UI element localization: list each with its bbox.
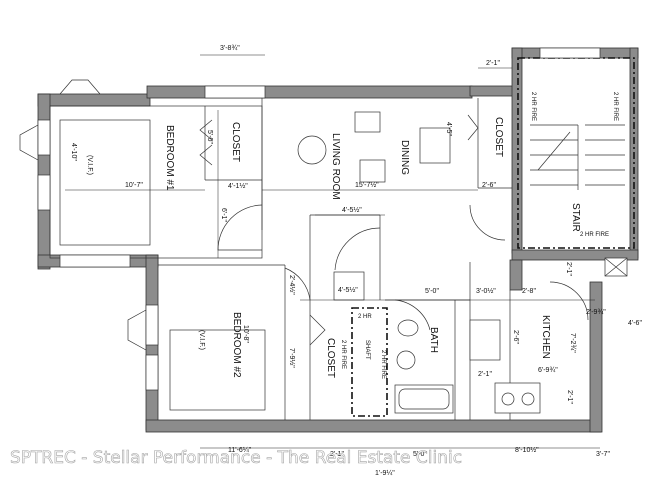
dim-kitchen-c: 2'-1" (565, 262, 572, 276)
dim-top-right: 2'-1" (486, 60, 500, 67)
fire-label-stair-right: 2 HR FIRE (612, 92, 618, 121)
dim-bed2-gap: 2'-4½" (288, 275, 296, 295)
dim-bed1-depth: 4'-10" (70, 143, 77, 161)
dim-kitchen-width: 6'-9¾" (538, 367, 558, 374)
dim-top-closet: 3'-8¾" (220, 45, 240, 52)
dim-kitchen-b: 2'-8" (522, 288, 536, 295)
fixtures (59, 111, 628, 414)
room-label-bedroom1: BEDROOM #1 (164, 125, 175, 191)
dim-closet3-depth: 7'-9½" (288, 348, 296, 368)
dim-hall-width: 6'-1" (220, 208, 227, 222)
room-labels: BEDROOM #1 (V.I.F.) CLOSET LIVING ROOM D… (86, 117, 581, 378)
dim-kitchen-a: 3'-0½" (476, 287, 496, 295)
dim-bottom-b: 2'-1" (330, 451, 344, 458)
room-label-kitchen: KITCHEN (540, 315, 551, 359)
fire-rated-lines (351, 57, 635, 417)
fire-label-shaft-right: 2 HR FIRE (380, 350, 386, 379)
dim-bath-depth: 2'-6" (512, 330, 519, 344)
dim-far-right: 4'-6" (628, 320, 642, 327)
stair-treads (530, 124, 625, 190)
room-label-stair: STAIR (570, 203, 581, 232)
dim-kitchen-d: 2'-9¾" (586, 309, 606, 316)
dim-living-width: 15'-7½" (355, 181, 379, 189)
room-label-closet1: CLOSET (230, 122, 241, 162)
dim-closet1-width: 4'-1½" (228, 182, 248, 190)
dim-bottom-e: 8'-10½" (515, 446, 539, 454)
dim-bath-width: 5'-0" (425, 288, 439, 295)
room-label-closet2: CLOSET (493, 117, 504, 157)
room-label-living: LIVING ROOM (330, 133, 341, 200)
dim-bottom-a: 11'-6¼" (228, 447, 252, 454)
door-swings (199, 114, 589, 346)
ceiling-note-bedroom2: (V.I.F.) (198, 330, 205, 350)
windows (19, 47, 601, 391)
dimension-labels: 3'-8¾" 2'-1" 4'-10" 10'-7" 5'-0" 4'-1½" … (70, 45, 642, 477)
dimension-lines (65, 54, 600, 449)
dim-bottom-c: 1'-9¼" (375, 470, 395, 477)
dim-kitchen-depth: 7'-2¾" (569, 333, 576, 353)
room-label-bedroom2: BEDROOM #2 (231, 312, 242, 378)
ceiling-note-bedroom1: (V.I.F.) (86, 155, 93, 175)
dim-stair-gap: 2'-6" (482, 182, 496, 189)
fire-label-stair-bottom: 2 HR FIRE (580, 232, 609, 238)
fire-label-shaft-left: 2 HR FIRE (340, 340, 346, 369)
room-label-bath: BATH (428, 327, 439, 353)
dim-bottom-d: 5'-0" (413, 451, 427, 458)
dim-closet2-depth: 4'-5" (445, 122, 452, 136)
dim-kitchen-side: 2'-1" (566, 390, 573, 404)
dim-kitchen-small: 2'-1" (478, 371, 492, 378)
dim-bed2-width: 10'-8" (242, 325, 249, 343)
dim-bed1-width: 10'-7" (125, 182, 143, 189)
watermark: SPTREC - Stellar Performance - The Real … (10, 448, 462, 468)
fire-label-stair-left: 2 HR FIRE (530, 92, 536, 121)
dim-hall-closet: 4'-5½" (338, 286, 358, 294)
fire-labels: 2 HR FIRE 2 HR FIRE 2 HR FIRE 2 HR 2 HR … (340, 92, 618, 379)
dim-bottom-f: 3'-7" (596, 451, 610, 458)
dim-hall: 4'-5½" (342, 206, 362, 214)
room-label-closet3: CLOSET (325, 338, 336, 378)
fire-label-shaft-top: 2 HR (358, 314, 372, 320)
dim-closet1-depth: 5'-0" (206, 130, 213, 144)
room-label-dining: DINING (399, 140, 410, 175)
room-label-shaft: SHAFT (364, 340, 370, 360)
